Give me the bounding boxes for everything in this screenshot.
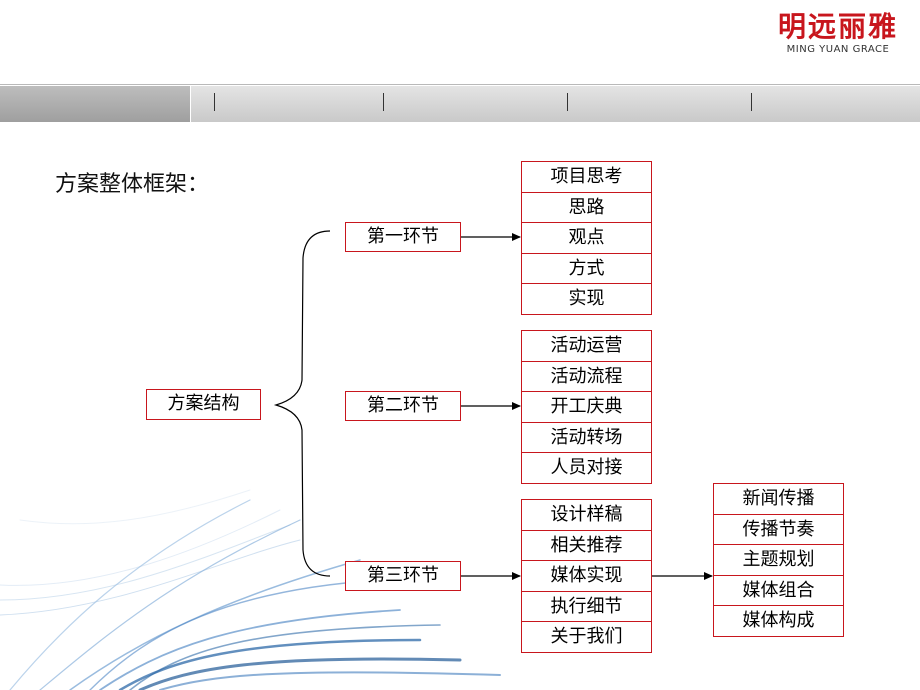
list-item: 实现 [521, 283, 652, 315]
stage-node-1: 第一环节 [345, 222, 461, 252]
list-item: 项目思考 [521, 161, 652, 193]
nav-tick [567, 93, 568, 111]
list-item: 观点 [521, 222, 652, 254]
brand-logo: 明远丽雅 MING YUAN GRACE [768, 10, 908, 56]
list-item: 媒体构成 [713, 605, 844, 637]
list-item: 活动流程 [521, 360, 652, 393]
nav-tick [383, 93, 384, 111]
nav-tick [214, 93, 215, 111]
navigation-bar [0, 86, 920, 122]
nav-segment-active [0, 86, 190, 122]
list-item: 关于我们 [521, 621, 652, 653]
logo-chinese-text: 明远丽雅 [777, 10, 898, 43]
list-item: 活动运营 [521, 330, 652, 362]
logo-english-text: MING YUAN GRACE [786, 44, 890, 55]
list-item: 开工庆典 [521, 391, 652, 423]
list-item: 方式 [521, 252, 652, 285]
list-item: 新闻传播 [713, 483, 844, 515]
list-item: 思路 [521, 191, 652, 224]
root-node: 方案结构 [146, 389, 261, 420]
nav-separator [190, 86, 191, 122]
list-item: 设计样稿 [521, 499, 652, 531]
list-item: 相关推荐 [521, 529, 652, 562]
nav-tick [751, 93, 752, 111]
page-title: 方案整体框架： [55, 172, 210, 197]
list-item: 人员对接 [521, 452, 652, 484]
stage-node-3: 第三环节 [345, 561, 461, 591]
list-item: 活动转场 [521, 421, 652, 454]
list-item: 媒体组合 [713, 574, 844, 607]
list-item: 主题规划 [713, 544, 844, 576]
stage-node-2: 第二环节 [345, 391, 461, 421]
list-item: 传播节奏 [713, 513, 844, 546]
list-item: 媒体实现 [521, 560, 652, 592]
header-divider-line [0, 84, 920, 85]
list-item: 执行细节 [521, 590, 652, 623]
